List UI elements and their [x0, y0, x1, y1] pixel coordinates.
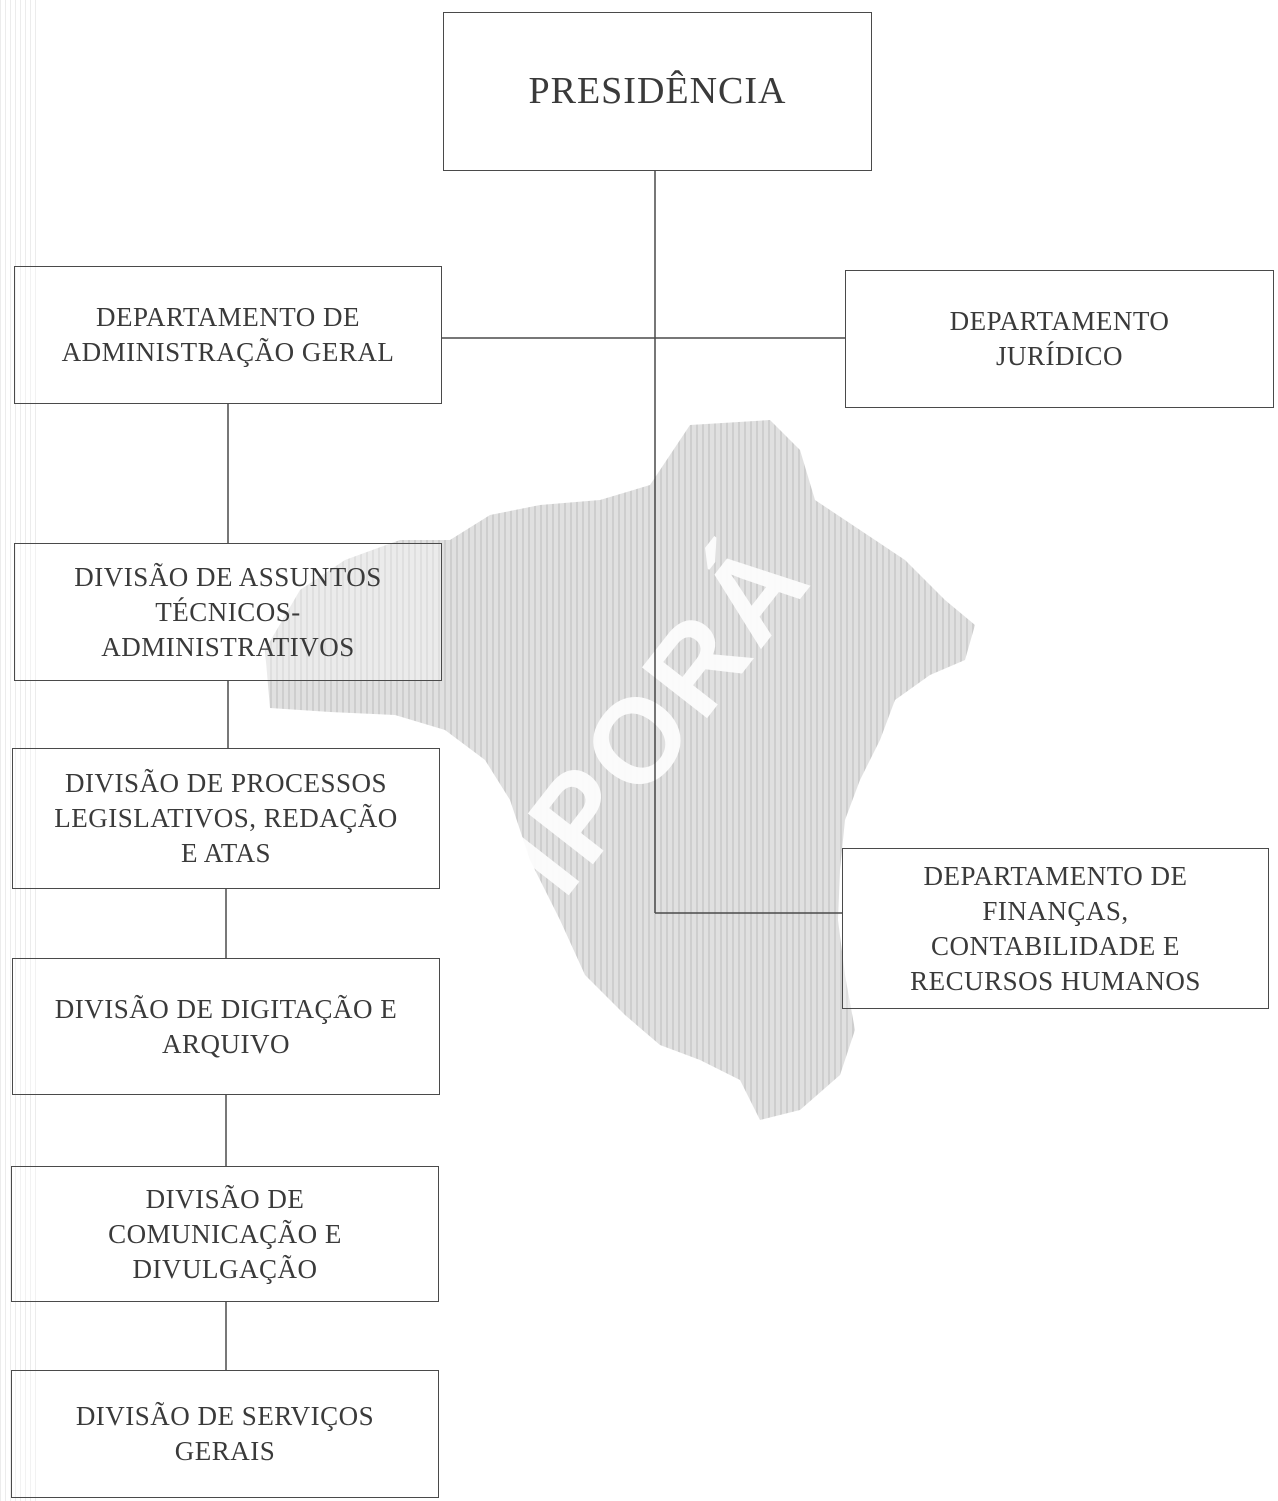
label-div-processos-legislativos: DIVISÃO DE PROCESSOS LEGISLATIVOS, REDAÇ…	[54, 768, 398, 868]
box-dept-financas: DEPARTAMENTO DE FINANÇAS, CONTABILIDADE …	[842, 848, 1269, 1009]
label-presidencia: PRESIDÊNCIA	[528, 70, 787, 112]
box-div-digitacao-arquivo: DIVISÃO DE DIGITAÇÃO E ARQUIVO	[12, 958, 440, 1095]
box-dept-administracao-geral: DEPARTAMENTO DE ADMINISTRAÇÃO GERAL	[14, 266, 442, 404]
label-div-assuntos-tecnicos: DIVISÃO DE ASSUNTOS TÉCNICOS- ADMINISTRA…	[74, 561, 382, 662]
label-div-digitacao-arquivo: DIVISÃO DE DIGITAÇÃO E ARQUIVO	[54, 993, 398, 1059]
label-dept-financas: DEPARTAMENTO DE FINANÇAS, CONTABILIDADE …	[910, 860, 1201, 996]
label-dept-administracao-geral: DEPARTAMENTO DE ADMINISTRAÇÃO GERAL	[61, 302, 395, 367]
box-div-servicos-gerais: DIVISÃO DE SERVIÇOS GERAIS	[11, 1370, 439, 1498]
label-div-servicos-gerais: DIVISÃO DE SERVIÇOS GERAIS	[75, 1401, 375, 1466]
box-presidencia: PRESIDÊNCIA	[443, 12, 872, 171]
box-div-assuntos-tecnicos: DIVISÃO DE ASSUNTOS TÉCNICOS- ADMINISTRA…	[14, 543, 442, 681]
label-div-comunicacao: DIVISÃO DE COMUNICAÇÃO E DIVULGAÇÃO	[108, 1183, 342, 1284]
box-div-processos-legislativos: DIVISÃO DE PROCESSOS LEGISLATIVOS, REDAÇ…	[12, 748, 440, 889]
label-dept-juridico: DEPARTAMENTO JURÍDICO	[949, 306, 1170, 371]
box-div-comunicacao: DIVISÃO DE COMUNICAÇÃO E DIVULGAÇÃO	[11, 1166, 439, 1302]
box-dept-juridico: DEPARTAMENTO JURÍDICO	[845, 270, 1274, 408]
